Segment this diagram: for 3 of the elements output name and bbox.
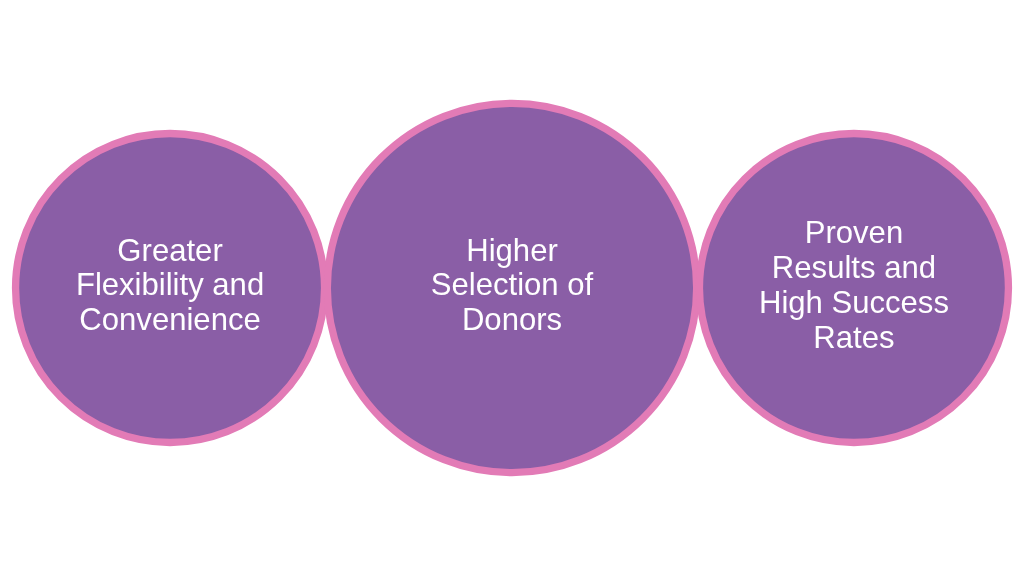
node-circle: Proven Results and High Success Rates: [695, 129, 1013, 447]
node-circle: Greater Flexibility and Convenience: [11, 129, 329, 447]
node-circle: Higher Selection of Donors: [323, 99, 701, 477]
